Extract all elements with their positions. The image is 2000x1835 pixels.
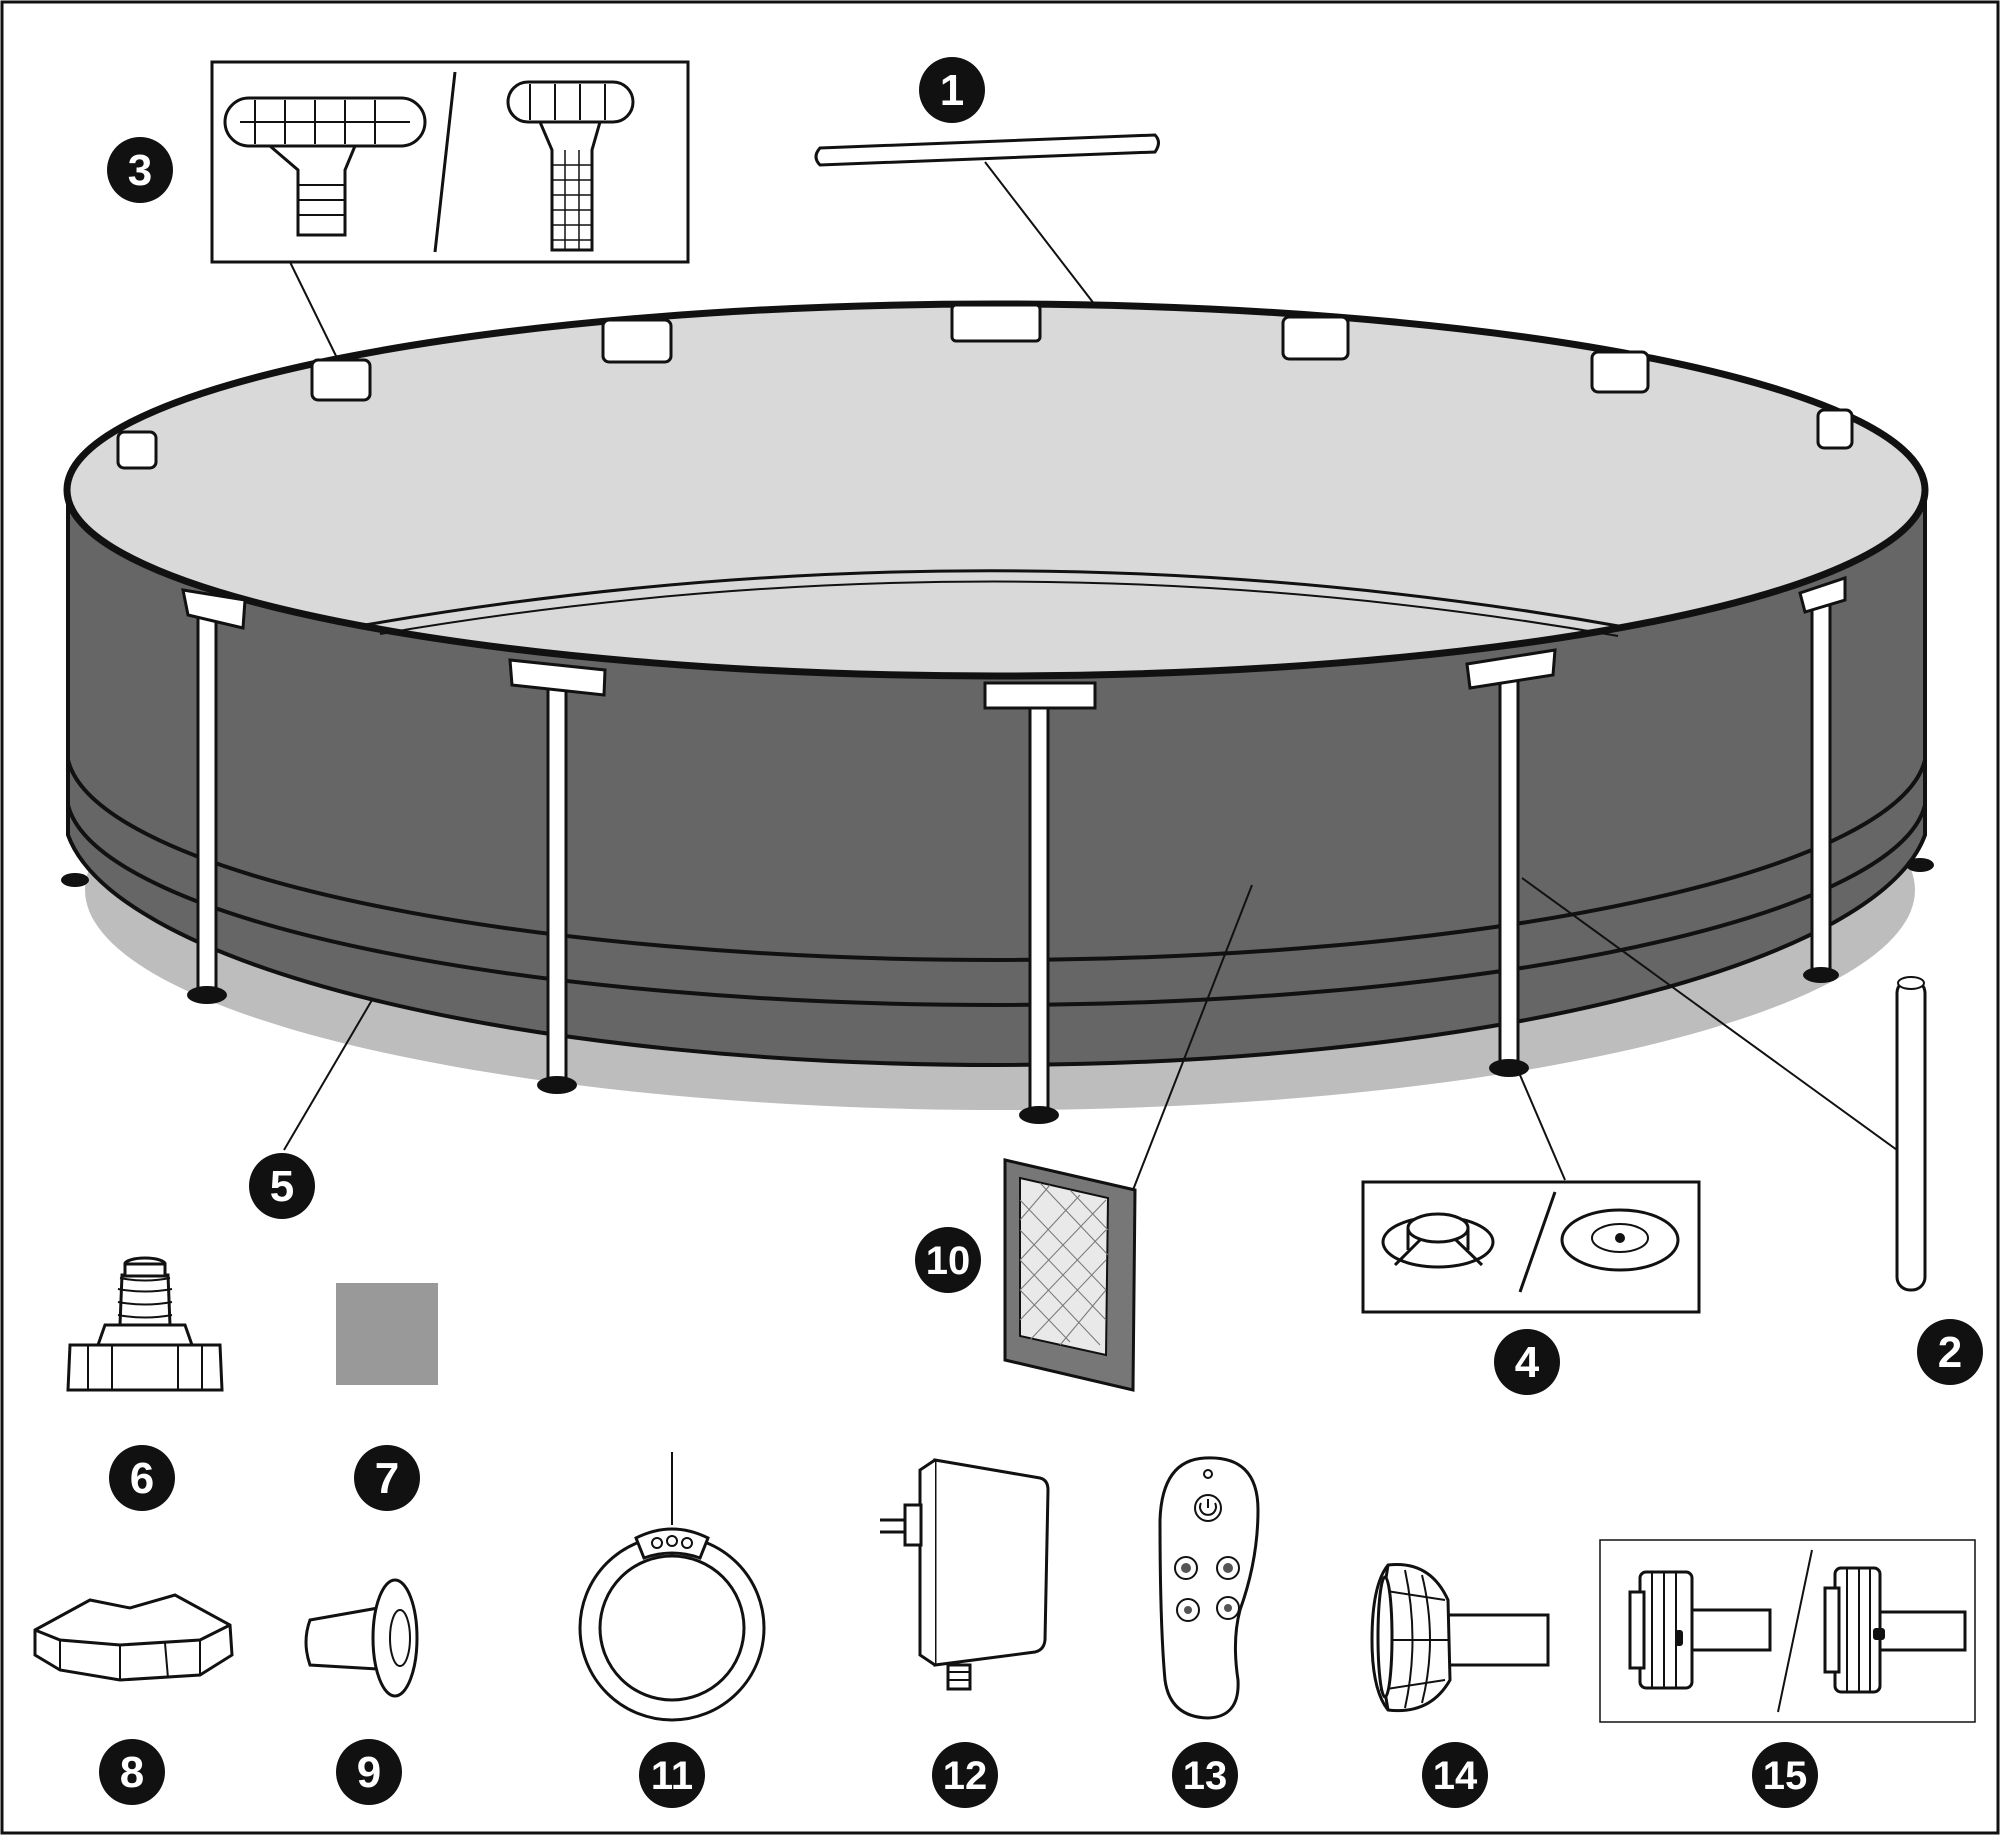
badge-6: 6 — [109, 1445, 175, 1511]
pool-illustration — [61, 300, 1934, 1124]
drain-valve-icon — [66, 1256, 224, 1392]
leg-feet — [61, 858, 1934, 1124]
badge-10: 10 — [915, 1227, 981, 1293]
badge-5: 5 — [249, 1153, 315, 1219]
svg-text:4: 4 — [1515, 1338, 1540, 1387]
water-surface-line-2 — [379, 580, 1619, 637]
badge-8: 8 — [99, 1739, 165, 1805]
badge-11: 11 — [639, 1742, 705, 1808]
badge-1: 1 — [919, 57, 985, 123]
horizontal-beam-icon — [814, 133, 1160, 167]
repair-patch-icon — [336, 1283, 438, 1385]
strainer-plug-icon — [304, 1578, 419, 1698]
t-joint-icon — [210, 60, 690, 264]
drain-cap-icon — [33, 1593, 234, 1682]
svg-text:6: 6 — [130, 1454, 154, 1503]
svg-text:2: 2 — [1938, 1328, 1962, 1377]
svg-text:1: 1 — [940, 66, 964, 115]
svg-text:13: 13 — [1183, 1754, 1228, 1798]
vertical-leg-icon — [1895, 976, 1927, 1292]
svg-text:11: 11 — [651, 1754, 693, 1798]
badge-13: 13 — [1172, 1742, 1238, 1808]
power-adapter-icon — [880, 1458, 1050, 1691]
leg-cap-icon — [1361, 1180, 1701, 1314]
svg-text:9: 9 — [357, 1748, 381, 1797]
svg-text:8: 8 — [120, 1748, 144, 1797]
badge-9: 9 — [336, 1739, 402, 1805]
inlet-connector-icon — [1599, 1539, 1976, 1723]
svg-text:5: 5 — [270, 1162, 294, 1211]
remote-control-icon — [1158, 1456, 1260, 1720]
water-surface-line — [364, 569, 1631, 630]
badge-14: 14 — [1422, 1742, 1488, 1808]
svg-text:14: 14 — [1433, 1754, 1478, 1798]
badge-2: 2 — [1917, 1319, 1983, 1385]
badge-4: 4 — [1494, 1329, 1560, 1395]
inlet-strainer-icon — [1370, 1562, 1550, 1713]
badge-12: 12 — [932, 1742, 998, 1808]
callout-lines — [283, 161, 1898, 1191]
badge-7: 7 — [354, 1445, 420, 1511]
svg-text:7: 7 — [375, 1454, 399, 1503]
svg-text:10: 10 — [926, 1239, 971, 1283]
leak-patch-icon — [1003, 1158, 1137, 1392]
rim-joints — [116, 303, 1854, 470]
svg-text:3: 3 — [128, 146, 152, 195]
svg-text:15: 15 — [1763, 1754, 1808, 1798]
badge-15: 15 — [1752, 1742, 1818, 1808]
badge-3: 3 — [107, 137, 173, 203]
led-ring-light-icon — [578, 1452, 766, 1722]
svg-text:12: 12 — [943, 1754, 988, 1798]
